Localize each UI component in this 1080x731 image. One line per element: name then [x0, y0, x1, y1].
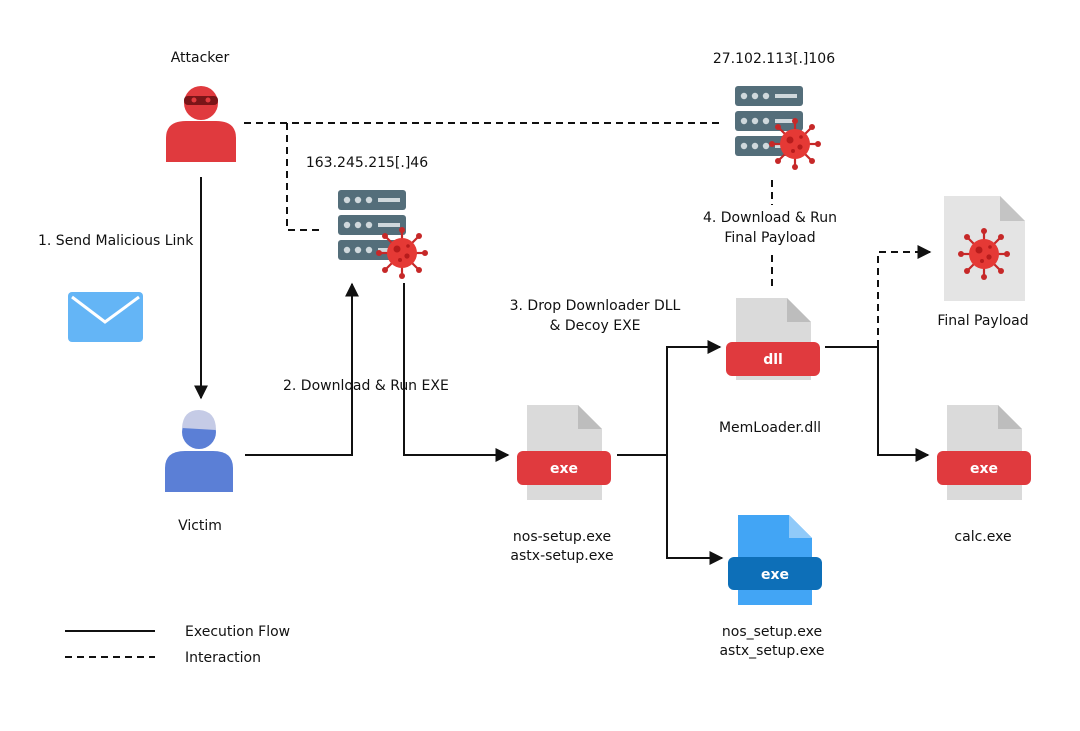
dropper-exe-label-line2: astx-setup.exe	[510, 548, 613, 564]
victim-icon	[165, 410, 233, 492]
dropper-exe-label-line1: nos-setup.exe	[513, 529, 611, 545]
legend: Execution Flow Interaction	[65, 624, 290, 666]
envelope-icon	[68, 292, 143, 342]
arrow-server-to-exe	[403, 283, 510, 462]
dll-file-icon: dll	[726, 298, 820, 380]
attacker-icon	[166, 86, 236, 162]
decoy-exe-label-line2: astx_setup.exe	[719, 643, 824, 659]
calc-exe-label: calc.exe	[954, 529, 1011, 545]
svg-text:exe: exe	[761, 567, 789, 583]
svg-text:exe: exe	[550, 461, 578, 477]
decoy-exe-file-icon: exe	[728, 515, 822, 605]
virus-icon	[956, 226, 1012, 282]
svg-text:dll: dll	[763, 352, 783, 368]
step1-label: 1. Send Malicious Link	[38, 233, 194, 249]
svg-text:exe: exe	[970, 461, 998, 477]
dashed-attacker-to-download-server	[286, 123, 320, 231]
step3-label-line1: 3. Drop Downloader DLL	[510, 298, 681, 314]
dll-label: MemLoader.dll	[719, 420, 821, 436]
final-payload-label: Final Payload	[937, 313, 1028, 329]
calc-exe-file-icon: exe	[937, 405, 1031, 500]
legend-solid-label: Execution Flow	[185, 624, 290, 640]
arrow-dll-to-calc	[825, 346, 930, 462]
execution-flow-connectors	[194, 177, 930, 565]
dashed-dll-to-final-payload	[877, 245, 932, 347]
decoy-exe-label-line1: nos_setup.exe	[722, 624, 822, 640]
virus-icon	[767, 116, 823, 172]
exe-file-icon: exe	[517, 405, 611, 500]
arrow-victim-to-server	[245, 282, 359, 456]
step4-label-line2: Final Payload	[724, 230, 815, 246]
c2-server-label: 27.102.113[.]106	[713, 51, 835, 67]
legend-dashed-label: Interaction	[185, 650, 261, 666]
step4-label-line1: 4. Download & Run	[703, 210, 837, 226]
step2-label: 2. Download & Run EXE	[283, 378, 449, 394]
arrow-exe-to-dll	[666, 340, 722, 455]
attacker-label: Attacker	[171, 50, 230, 66]
download-server-label: 163.245.215[.]46	[306, 155, 428, 171]
interaction-connectors	[244, 122, 932, 347]
virus-icon	[374, 225, 430, 281]
arrow-exe-to-decoy	[666, 455, 724, 565]
step3-label-line2: & Decoy EXE	[549, 318, 640, 334]
victim-label: Victim	[178, 518, 222, 534]
